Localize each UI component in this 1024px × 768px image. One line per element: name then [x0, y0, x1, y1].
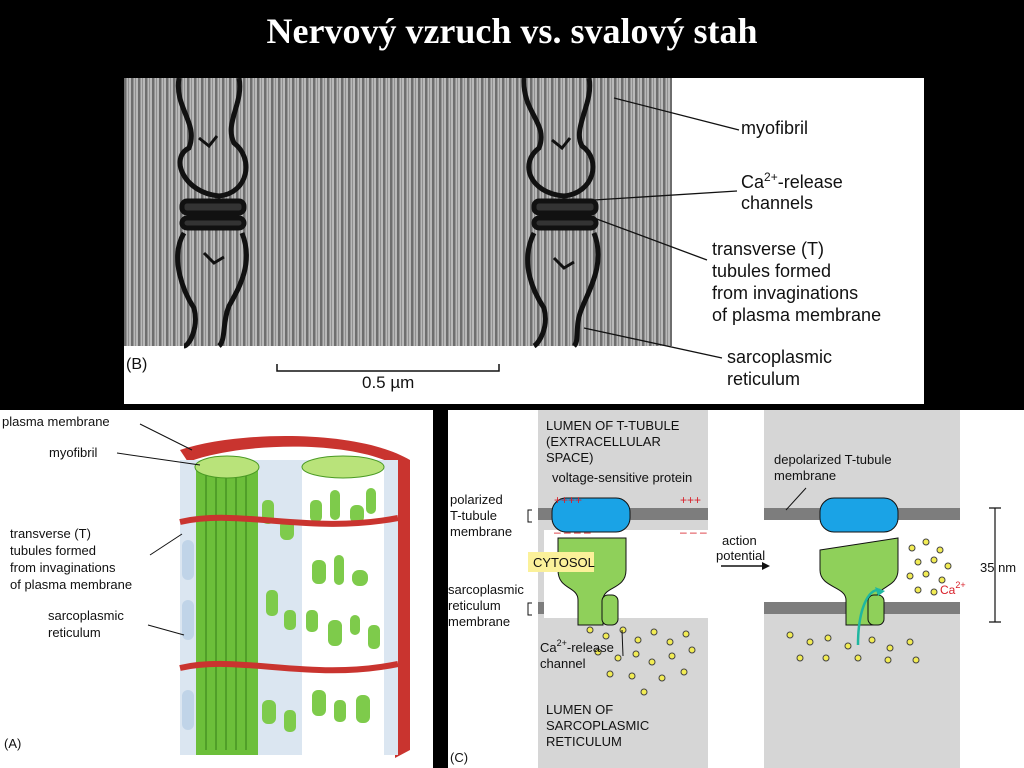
micrograph-figure: myofibril Ca2+-release channels transver… [124, 78, 881, 392]
label-polarized-2: T-tubule [450, 508, 497, 523]
sr-mesh-green [262, 488, 380, 732]
label-lumen-sr-1: LUMEN OF [546, 702, 613, 717]
label-t-tubule-3: from invaginations [712, 283, 858, 303]
label-sr-membrane-3: membrane [448, 614, 510, 629]
label-plus-left: ++++ [554, 493, 582, 507]
label-ca-channel-2: channel [540, 656, 586, 671]
label-t-tubule-1: transverse (T) [712, 239, 824, 259]
label-ca-ion: Ca2+ [940, 580, 966, 597]
label-distance: 35 nm [980, 560, 1016, 575]
label-sr-a-1: sarcoplasmic [48, 608, 124, 623]
label-t-tubule-2: tubules formed [712, 261, 831, 281]
slide-title: Nervový vzruch vs. svalový stah [266, 11, 758, 51]
ca-channel-gate-left [601, 594, 619, 626]
label-ca-release-channels: Ca2+-release [741, 170, 843, 192]
label-cytosol: CYTOSOL [533, 555, 595, 570]
label-ca-release-channels-2: channels [741, 193, 813, 213]
action-potential-arrowhead [762, 562, 770, 570]
sr-bracket [527, 602, 532, 616]
triad-right [521, 78, 601, 349]
label-t-2: tubules formed [10, 543, 96, 558]
label-polarized-3: membrane [450, 524, 512, 539]
muscle-fiber-diagram-panel: plasma membrane myofibril transverse (T)… [0, 410, 433, 768]
myofibril-top-back [301, 455, 385, 479]
depolarized-leader [785, 487, 807, 511]
panel-tag-c: (C) [450, 750, 468, 765]
label-sr-2: reticulum [727, 369, 800, 389]
voltage-sensor-right [819, 497, 899, 533]
ca-channel-leader [621, 629, 624, 657]
panel-tag-b: (B) [126, 356, 147, 373]
label-ca-channel-1: Ca2+-release [540, 638, 614, 655]
label-t-tubule-4: of plasma membrane [712, 305, 881, 325]
label-minus-left: – – – – [554, 525, 591, 539]
label-myofibril: myofibril [741, 118, 808, 138]
label-myofibril-a: myofibril [49, 445, 98, 460]
label-depolarized-1: depolarized T-tubule [774, 452, 892, 467]
label-lumen-t-3: SPACE) [546, 450, 593, 465]
label-plus-right: +++ [680, 493, 701, 507]
label-plasma-membrane: plasma membrane [2, 414, 110, 429]
label-t-4: of plasma membrane [10, 577, 132, 592]
label-lumen-sr-3: RETICULUM [546, 734, 622, 749]
ca-efflux-arrowhead [875, 587, 885, 596]
polarized-bracket [527, 509, 532, 523]
scale-bar [276, 364, 500, 372]
label-lumen-t-1: LUMEN OF T-TUBULE [546, 418, 680, 433]
scale-bar-label: 0.5 µm [362, 373, 414, 392]
label-t-1: transverse (T) [10, 526, 91, 541]
ca-channel-gate-right [867, 594, 885, 626]
t-tubules [179, 514, 399, 674]
label-sr-membrane-2: reticulum [448, 598, 501, 613]
triad-left [175, 78, 249, 349]
panel-tag-a: (A) [4, 736, 21, 751]
label-minus-right: – – – [680, 525, 707, 539]
label-action-1: action [722, 533, 757, 548]
diagram-leader-lines [116, 423, 201, 636]
mechanism-diagram-panel: LUMEN OF T-TUBULE (EXTRACELLULAR SPACE) … [448, 410, 1024, 768]
label-lumen-sr-2: SARCOPLASMIC [546, 718, 649, 733]
voltage-sensor-left [551, 497, 631, 533]
label-voltage-protein: voltage-sensitive protein [552, 470, 692, 485]
distance-marker [989, 507, 1001, 623]
myofibril-column-front [196, 465, 258, 755]
label-action-2: potential [716, 548, 765, 563]
label-depolarized-2: membrane [774, 468, 836, 483]
micrograph-panel: myofibril Ca2+-release channels transver… [124, 78, 924, 404]
label-sr-1: sarcoplasmic [727, 347, 832, 367]
myofibril-top-front [194, 455, 260, 479]
label-sr-membrane-1: sarcoplasmic [448, 582, 524, 597]
label-sr-a-2: reticulum [48, 625, 101, 640]
muscle-fiber-diagram: plasma membrane myofibril transverse (T)… [2, 414, 410, 758]
label-t-3: from invaginations [10, 560, 116, 575]
mechanism-diagram: LUMEN OF T-TUBULE (EXTRACELLULAR SPACE) … [448, 410, 1016, 768]
label-lumen-t-2: (EXTRACELLULAR [546, 434, 661, 449]
label-polarized-1: polarized [450, 492, 503, 507]
sr-mesh-blue [182, 540, 194, 730]
ca-ions [586, 538, 952, 696]
micrograph-leader-lines [583, 97, 740, 359]
cytosol-box [528, 552, 594, 572]
